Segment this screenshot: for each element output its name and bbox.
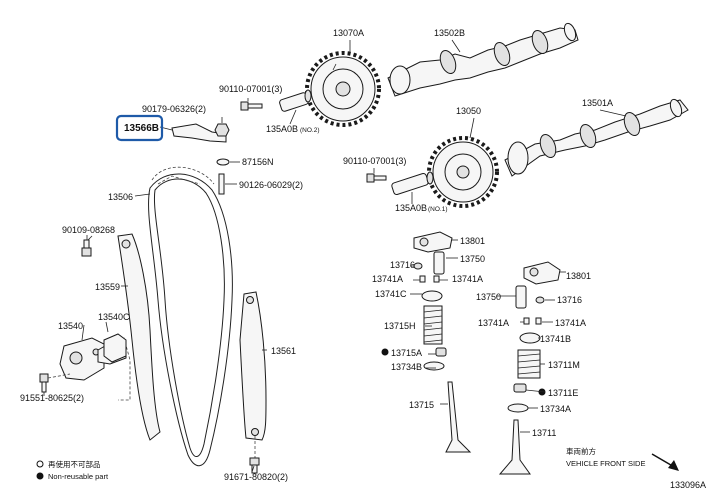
- part-labels: 13070A 13502B 90110-07001(3) 90179-06326…: [20, 28, 613, 482]
- stud-90126: [218, 173, 237, 195]
- camshaft-no1: [504, 98, 689, 177]
- label-13711m: 13711M: [548, 360, 580, 370]
- label-13540: 13540: [58, 321, 83, 331]
- bolt-90110-upper: [240, 98, 263, 111]
- chain-guide-13559: [117, 233, 161, 441]
- oil-control-valve-no1: [391, 171, 434, 204]
- seat-13734b: [423, 361, 445, 371]
- bolt-90109: [81, 235, 92, 257]
- reusable-mark-icon: [36, 460, 44, 468]
- seat-13734a: [507, 403, 529, 413]
- legend: 再使用不可部品 Non-reusable part: [36, 459, 109, 481]
- label-13506: 13506: [108, 192, 133, 202]
- label-13750-left: 13750: [460, 254, 485, 264]
- label-13801-left: 13801: [460, 236, 485, 246]
- label-13801-right: 13801: [566, 271, 591, 281]
- label-13741b: 13741B: [540, 334, 571, 344]
- chain-guide-13561: [239, 291, 267, 462]
- highlight-box-13566b: [115, 114, 164, 142]
- label-13750-right: 13750: [476, 292, 501, 302]
- cam-sprocket-13070a: [305, 51, 381, 127]
- gasket-13540c: [103, 321, 127, 363]
- label-13566b: 13566B: [124, 123, 159, 134]
- label-13734b: 13734B: [391, 362, 422, 372]
- rocker-arm-13801-left: [413, 231, 458, 253]
- bolt-90110-lower: [366, 168, 387, 183]
- label-13561: 13561: [271, 346, 296, 356]
- label-13050: 13050: [456, 106, 481, 116]
- legend-reuse-en: Non-reusable part: [48, 472, 109, 481]
- label-13716-right: 13716: [557, 295, 582, 305]
- label-13741c: 13741C: [375, 289, 407, 299]
- label-90109: 90109-08268: [62, 225, 115, 235]
- timing-chain-13506: [148, 166, 233, 467]
- label-13501a: 13501A: [582, 98, 613, 108]
- vehicle-front-direction: 車両前方 VEHICLE FRONT SIDE: [566, 446, 679, 471]
- label-91551: 91551-80625(2): [20, 393, 84, 403]
- cam-sprocket-13050: [427, 136, 499, 208]
- valve-13715: [440, 381, 472, 453]
- valve-cap-13716-right: [535, 296, 555, 304]
- label-135a0b-no1: 135A0B: [395, 203, 427, 213]
- spring-13711m: [517, 349, 541, 379]
- label-13734a: 13734A: [540, 404, 571, 414]
- retainer-13741b: [519, 332, 541, 344]
- label-13741a-4: 13741A: [555, 318, 586, 328]
- label-87156n: 87156N: [242, 157, 274, 167]
- oil-control-valve-no2: [279, 89, 312, 125]
- label-13715h: 13715H: [384, 321, 416, 331]
- label-13070a: 13070A: [333, 28, 364, 38]
- label-90110-lower: 90110-07001(3): [343, 156, 406, 166]
- bolt-91671: [249, 457, 260, 474]
- label-13559: 13559: [95, 282, 120, 292]
- label-13711e: 13711E: [548, 388, 578, 398]
- seal-13711e: [513, 383, 527, 393]
- label-13711: 13711: [532, 428, 556, 438]
- camshaft-no2: [387, 22, 579, 97]
- figure-id: 133096A: [670, 480, 706, 490]
- label-13715: 13715: [409, 400, 434, 410]
- label-90126: 90126-06029(2): [239, 180, 303, 190]
- label-13502b: 13502B: [434, 28, 465, 38]
- washer-87156n: [216, 158, 240, 166]
- label-13715a: 13715A: [391, 348, 422, 358]
- direction-jp: 車両前方: [566, 446, 596, 456]
- label-no1: (NO.1): [428, 206, 448, 213]
- spring-13715h: [423, 305, 443, 345]
- keepers-13741a-left: [419, 275, 440, 283]
- non-reusable-mark-icon: [36, 472, 44, 480]
- direction-en: VEHICLE FRONT SIDE: [566, 459, 645, 468]
- keepers-13741a-right: [523, 317, 542, 325]
- legend-reuse-jp: 再使用不可部品: [48, 459, 101, 469]
- leader-lines: [43, 39, 627, 473]
- direction-arrow-icon: [668, 460, 679, 471]
- label-90110-upper: 90110-07001(3): [219, 84, 282, 94]
- valve-cap-13716-left: [413, 262, 423, 270]
- seal-13715a: [435, 347, 447, 357]
- label-13741a-1: 13741A: [372, 274, 403, 284]
- label-90179: 90179-06326(2): [142, 104, 206, 114]
- non-reusable-mark-13715a: [381, 348, 389, 356]
- lash-adjuster-13750-left: [433, 251, 458, 275]
- label-13716-left: 13716: [390, 260, 415, 270]
- valve-13711: [498, 419, 531, 475]
- label-91671: 91671-80820(2): [224, 472, 288, 482]
- lash-adjuster-13750-right: [515, 285, 527, 309]
- label-13741a-2: 13741A: [452, 274, 483, 284]
- retainer-13741c: [410, 290, 443, 302]
- rocker-arm-13801-right: [523, 261, 566, 285]
- label-135a0b-no2: 135A0B: [266, 124, 298, 134]
- nut-90179: [214, 117, 230, 137]
- label-13741a-3: 13741A: [478, 318, 509, 328]
- label-no2: (NO.2): [300, 127, 320, 134]
- label-13540c: 13540C: [98, 312, 130, 322]
